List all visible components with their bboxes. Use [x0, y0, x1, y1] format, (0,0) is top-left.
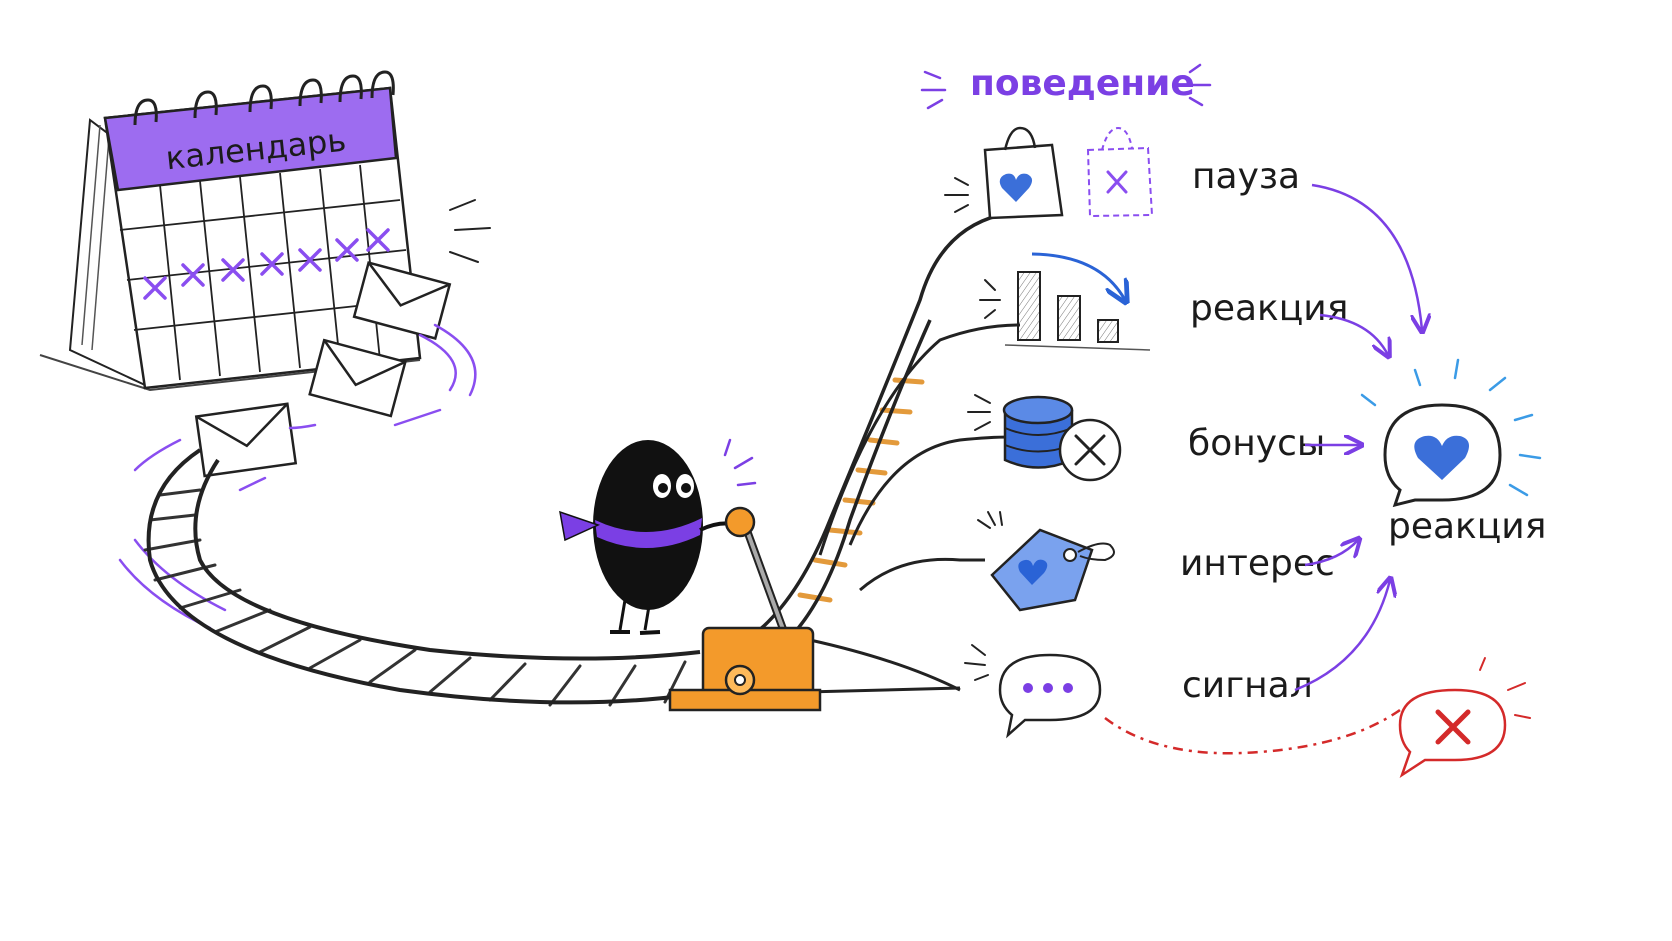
heart-bubble-icon [1360, 358, 1542, 508]
shopping-bag-cancel-icon [1086, 126, 1154, 218]
calendar-ring-icon [133, 70, 395, 126]
character [559, 438, 757, 635]
railway-track [143, 213, 1021, 707]
outcome-label: реакция [1388, 506, 1546, 547]
bar-chart-decline-icon [979, 252, 1151, 351]
behavior-label-pause: пауза [1192, 156, 1300, 197]
envelope-icon [194, 261, 452, 478]
cross-bubble-icon [1398, 657, 1531, 779]
behavior-title: поведение [970, 63, 1195, 104]
price-tag-heart-icon [977, 511, 1115, 612]
behavior-label-signal: сигнал [1182, 665, 1313, 706]
calendar: календарь [39, 70, 491, 392]
speech-bubble-dots-icon [964, 644, 1102, 739]
shopping-bag-heart-icon [944, 126, 1064, 220]
flow-arrow [1294, 183, 1422, 692]
switch-lever [668, 506, 822, 712]
negative-flow-line [1104, 708, 1401, 755]
coin-stack-cancel-icon [967, 394, 1122, 482]
behavior-label-bonuses: бонусы [1188, 423, 1325, 464]
behavior-label-reaction: реакция [1190, 288, 1348, 329]
